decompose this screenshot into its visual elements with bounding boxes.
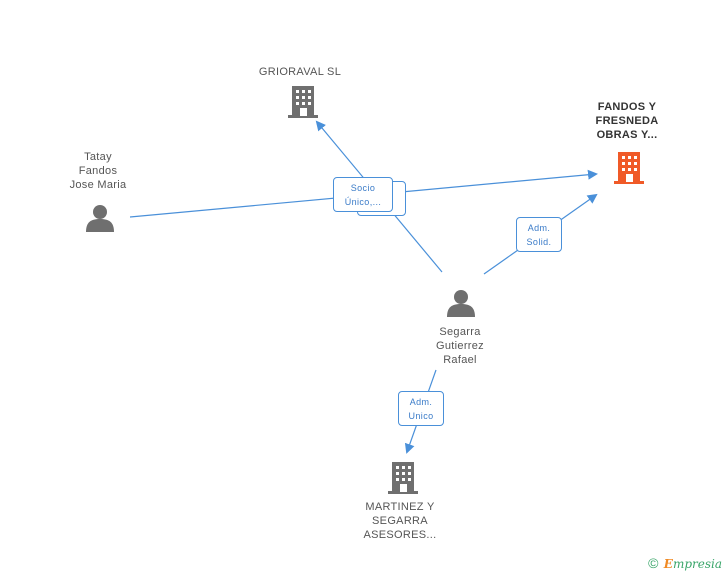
building-icon[interactable]	[614, 152, 644, 184]
node-label-line: Rafael	[443, 354, 477, 366]
edge-label-socio[interactable]: Socio Único,...	[333, 177, 393, 212]
node-label-line: Segarra	[439, 326, 481, 338]
node-label-grioraval[interactable]: GRIORAVAL SL	[240, 65, 360, 79]
node-label-line: Gutierrez	[436, 340, 484, 352]
node-label-segarra[interactable]: Segarra Gutierrez Rafael	[410, 325, 510, 367]
edge-label-line: Solid.	[526, 237, 552, 247]
building-icon[interactable]	[288, 86, 318, 118]
person-icon[interactable]	[86, 205, 114, 232]
node-label-fandos-fresneda[interactable]: FANDOS Y FRESNEDA OBRAS Y...	[572, 100, 682, 142]
person-icon[interactable]	[447, 290, 475, 317]
node-label-line: FRESNEDA	[595, 115, 659, 127]
node-label-line: SEGARRA	[372, 515, 428, 527]
building-icon[interactable]	[388, 462, 418, 494]
node-label-line: GRIORAVAL SL	[258, 66, 342, 78]
node-label-line: Jose Maria	[69, 179, 127, 191]
copyright-symbol: ©	[648, 555, 659, 571]
brand-name: mpresia	[672, 557, 722, 571]
node-label-line: Fandos	[78, 165, 118, 177]
brand-initial: E	[663, 557, 673, 571]
node-label-line: Tatay	[84, 151, 112, 163]
edge-label-line: Adm.	[409, 397, 433, 407]
node-label-line: OBRAS Y...	[596, 129, 658, 141]
edge-label-line: Adm.	[527, 223, 551, 233]
node-label-tatay[interactable]: Tatay Fandos Jose Maria	[48, 150, 148, 192]
edge-label-adm-unico[interactable]: Adm. Unico	[398, 391, 444, 426]
node-label-martinez[interactable]: MARTINEZ Y SEGARRA ASESORES...	[345, 500, 455, 542]
edge-label-line: Socio	[350, 183, 376, 193]
brand-logo: Empresia	[664, 557, 722, 571]
node-label-line: MARTINEZ Y	[365, 501, 435, 513]
footer-brand: © Empresia	[648, 555, 722, 571]
node-label-line: ASESORES...	[363, 529, 437, 541]
edge-label-line: Único,...	[344, 197, 382, 207]
edge-label-line: Unico	[408, 411, 434, 421]
edge-label-adm-solid[interactable]: Adm. Solid.	[516, 217, 562, 252]
node-label-line: FANDOS Y	[597, 101, 657, 113]
